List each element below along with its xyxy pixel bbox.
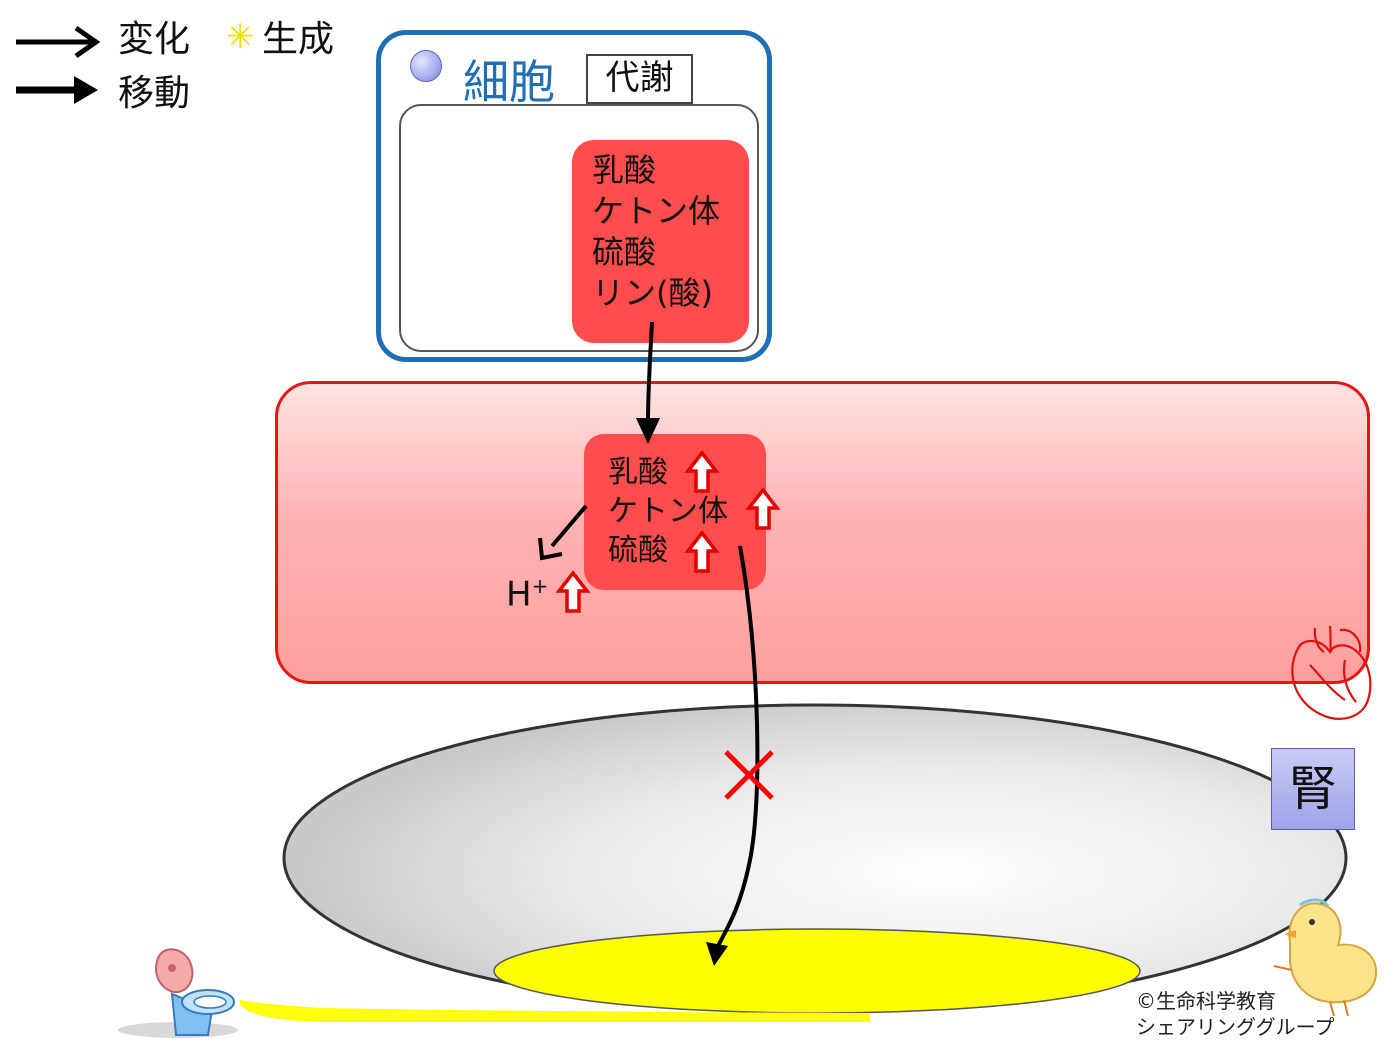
blood-acid-sulfate: 硫酸 xyxy=(608,533,668,568)
cell-acid-lactate: 乳酸 xyxy=(592,151,657,189)
cell-acid-phosphate: リン(酸) xyxy=(592,274,713,312)
proton-symbol: H xyxy=(506,574,532,615)
blood-to-urine-arrow-icon xyxy=(706,545,760,966)
up-arrow-ketone-icon xyxy=(747,488,779,530)
cell-title: 細胞 xyxy=(463,55,555,109)
copyright-line2: シェアリンググループ xyxy=(1136,1015,1335,1039)
cell-acid-box xyxy=(572,140,749,343)
cell-to-blood-arrow-icon xyxy=(636,321,660,444)
blood-container xyxy=(275,381,1370,684)
blocked-x-icon xyxy=(724,750,774,800)
kidney-label: 腎 xyxy=(1271,748,1355,830)
copyright-line1: ©生命科学教育 xyxy=(1136,989,1276,1013)
legend-move-label: 移動 xyxy=(118,73,191,114)
blood-acid-lactate: 乳酸 xyxy=(608,455,668,490)
urine-stream xyxy=(240,1000,870,1022)
blood-acid-list: 乳酸 ケトン体 硫酸 xyxy=(608,453,728,570)
cell-acid-sulfate: 硫酸 xyxy=(592,233,657,271)
move-arrow-icon xyxy=(16,76,98,104)
generate-star-icon: ✳ xyxy=(226,17,255,57)
legend-generate-label: 生成 xyxy=(262,19,335,60)
up-arrow-lactate-icon xyxy=(686,451,718,493)
blood-acid-box xyxy=(584,434,766,590)
to-proton-arrow-icon xyxy=(538,504,588,561)
chick-icon xyxy=(1273,898,1378,1017)
proton-charge: + xyxy=(531,574,549,598)
metabolism-label: 代謝 xyxy=(586,54,693,104)
heart-icon xyxy=(1291,625,1372,720)
proton-label: H+ xyxy=(506,574,548,614)
blood-acid-ketone: ケトン体 xyxy=(608,494,728,529)
change-arrow-icon xyxy=(16,25,101,59)
cell-dot-icon xyxy=(410,50,442,82)
cell-acid-list: 乳酸 ケトン体 硫酸 リン(酸) xyxy=(592,150,720,314)
cell-acid-ketone: ケトン体 xyxy=(592,192,721,230)
toilet-icon xyxy=(118,948,238,1038)
up-arrow-proton-icon xyxy=(557,571,589,613)
up-arrow-sulfate-icon xyxy=(686,531,718,573)
legend-arrows xyxy=(16,25,101,104)
legend-change-label: 変化 xyxy=(118,19,191,60)
copyright: ©生命科学教育 シェアリンググループ xyxy=(1136,988,1334,1040)
